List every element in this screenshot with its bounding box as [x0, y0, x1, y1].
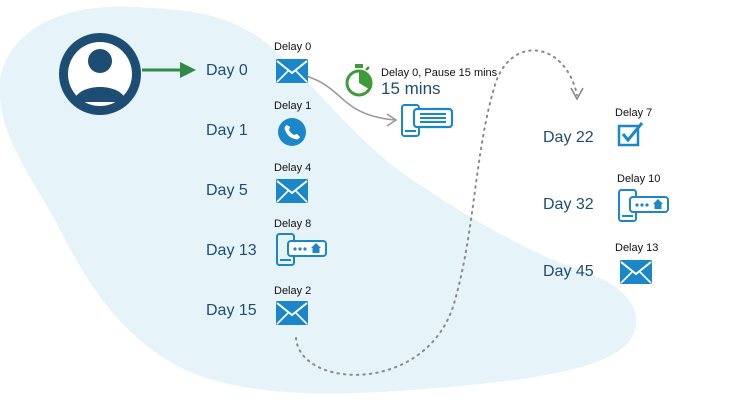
envelope-icon [276, 301, 308, 325]
envelope-icon [620, 260, 652, 284]
dotted-connector-arrowhead [570, 87, 584, 101]
mobile-voicemail-icon [618, 189, 669, 222]
envelope-icon [276, 179, 308, 203]
step-day-label: Day 32 [543, 196, 594, 213]
step-day-label: Day 13 [206, 242, 257, 259]
step-day-label: Day 22 [543, 129, 594, 146]
step-day-label: Day 1 [206, 122, 248, 139]
step-day-label: Day 15 [206, 302, 257, 319]
checkbox-icon [617, 122, 644, 147]
pause-connector [305, 75, 396, 121]
step-delay-label: Delay 7 [615, 107, 653, 119]
phone-icon [278, 118, 306, 146]
mobile-sms-icon [401, 104, 454, 137]
stopwatch-icon [345, 64, 373, 97]
pause-duration: 15 mins [381, 79, 441, 98]
step-delay-label: Delay 2 [274, 285, 312, 297]
background-blob [0, 6, 636, 394]
step-day-label: Day 5 [206, 182, 248, 199]
green-arrow [142, 62, 196, 78]
step-day-label: Day 0 [206, 62, 248, 79]
user-avatar-icon [59, 33, 141, 115]
step-delay-label: Delay 0 [274, 41, 312, 53]
step-delay-label: Delay 8 [274, 218, 312, 230]
pause-connector-arrowhead [386, 113, 398, 127]
mobile-voicemail-icon [276, 233, 327, 266]
dotted-connector [295, 49, 578, 376]
step-delay-label: Delay 1 [274, 100, 312, 112]
step-delay-label: Delay 13 [615, 242, 659, 254]
step-delay-label: Delay 10 [617, 173, 661, 185]
step-day-label: Day 45 [543, 263, 594, 280]
step-delay-label: Delay 4 [274, 162, 312, 174]
pause-label: Delay 0, Pause 15 mins [381, 67, 498, 79]
envelope-icon [276, 59, 308, 83]
